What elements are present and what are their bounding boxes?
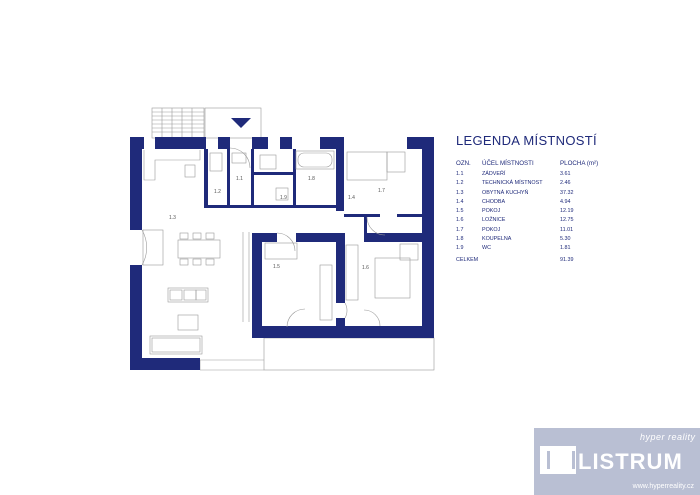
legend-cell-code: 1.5: [456, 208, 464, 215]
legend-total: CELKEM 91.39: [452, 256, 602, 265]
legend-cell-purpose: KOUPELNA: [482, 236, 512, 243]
legend-cell-area: 3.61: [560, 171, 571, 177]
legend-cell-purpose: POKOJ: [482, 226, 501, 233]
legend-row: 1.6 LOŽNICE 12.75: [452, 216, 602, 225]
legend-cell-purpose: OBYTNÁ KUCHYŇ: [482, 189, 529, 196]
room-label-1-9: 1.9: [280, 195, 287, 201]
legend-title: LEGENDA MÍSTNOSTÍ: [456, 133, 597, 148]
legend-cell-area: 2.46: [560, 180, 571, 187]
legend-total-label: CELKEM: [456, 256, 479, 263]
legend-cell-code: 1.9: [456, 245, 464, 252]
furniture: [141, 147, 419, 355]
legend-cell-purpose: ZÁDVEŘÍ: [482, 171, 506, 177]
room-label-1-3: 1.3: [169, 215, 176, 221]
room-label-1-5: 1.5: [273, 264, 280, 270]
legend-cell-purpose: CHODBA: [482, 198, 506, 205]
legend-row: 1.7 POKOJ 11.01: [452, 226, 602, 235]
legend-row: 1.2 TECHNICKÁ MÍSTNOST 2.46: [452, 179, 602, 188]
legend-cell-area: 5.30: [560, 236, 571, 243]
room-label-1-1: 1.1: [236, 176, 243, 182]
legend-row: 1.9 WC 1.81: [452, 244, 602, 253]
terrace: [199, 337, 435, 371]
legend-cell-code: 1.6: [456, 217, 464, 224]
brand-logo-icon: [540, 446, 576, 474]
entrance-arrow: [231, 118, 251, 128]
legend-header: OZN. ÚČEL MÍSTNOSTI PLOCHA (m²): [452, 158, 602, 170]
legend-row: 1.3 OBYTNÁ KUCHYŇ 37.32: [452, 189, 602, 198]
legend-header-area: PLOCHA (m²): [560, 160, 599, 167]
legend-cell-code: 1.3: [456, 189, 464, 196]
legend-row: 1.5 POKOJ 12.19: [452, 207, 602, 216]
legend-cell-code: 1.8: [456, 236, 464, 243]
watermark-url: www.hyperreality.cz: [632, 483, 694, 490]
interior-walls: [204, 137, 434, 337]
legend-cell-purpose: LOŽNICE: [482, 217, 506, 224]
room-legend: LEGENDA MÍSTNOSTÍ OZN. ÚČEL MÍSTNOSTI PL…: [452, 133, 602, 265]
legend-header-code: OZN.: [456, 160, 471, 167]
room-label-1-6: 1.6: [362, 265, 369, 271]
legend-cell-code: 1.2: [456, 180, 464, 187]
legend-row: 1.4 CHODBA 4.94: [452, 198, 602, 207]
legend-cell-area: 4.94: [560, 198, 571, 205]
legend-cell-area: 37.32: [560, 189, 574, 196]
legend-cell-area: 11.01: [560, 226, 574, 233]
room-label-1-8: 1.8: [308, 176, 315, 182]
legend-row: 1.8 KOUPELNA 5.30: [452, 235, 602, 244]
legend-total-area: 91.39: [560, 256, 574, 263]
legend-cell-area: 12.75: [560, 217, 574, 224]
watermark-brand: LISTRUM: [578, 449, 683, 474]
legend-cell-area: 12.19: [560, 208, 574, 215]
legend-cell-purpose: WC: [482, 245, 491, 252]
legend-cell-code: 1.1: [456, 171, 464, 177]
legend-header-purpose: ÚČEL MÍSTNOSTI: [482, 160, 534, 167]
legend-row: 1.1 ZÁDVEŘÍ 3.61: [452, 170, 602, 179]
legend-cell-purpose: POKOJ: [482, 208, 501, 215]
legend-cell-code: 1.4: [456, 198, 464, 205]
legend-cell-code: 1.7: [456, 226, 464, 233]
room-label-1-2: 1.2: [214, 189, 221, 195]
room-label-1-7: 1.7: [378, 188, 385, 194]
legend-cell-area: 1.81: [560, 245, 571, 252]
watermark-site: hyper reality: [640, 432, 696, 442]
legend-cell-purpose: TECHNICKÁ MÍSTNOST: [482, 180, 543, 187]
room-label-1-4: 1.4: [348, 195, 355, 201]
